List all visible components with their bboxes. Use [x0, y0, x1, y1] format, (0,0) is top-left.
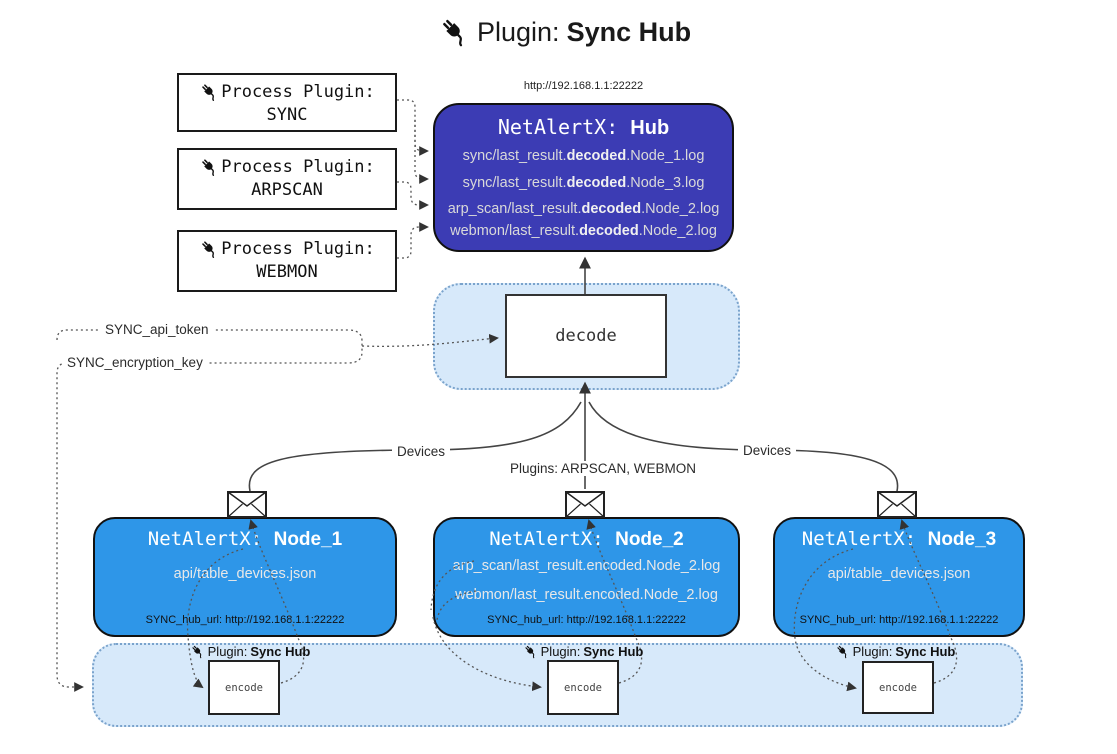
hub-log-line: sync/last_result.decoded.Node_3.log — [462, 175, 705, 191]
plug-icon — [190, 644, 205, 659]
envelope-icon — [877, 491, 917, 518]
node-title: NetAlertX: Node_2 — [489, 528, 684, 550]
encode-box: encode — [547, 660, 619, 715]
process-plugin-label: Process Plugin: — [221, 82, 375, 102]
node-title: NetAlertX: Node_3 — [801, 528, 997, 550]
node-title: NetAlertX: Node_1 — [147, 528, 343, 550]
plug-icon — [835, 644, 850, 659]
encode-box: encode — [862, 661, 934, 714]
envelope-icon — [565, 491, 605, 518]
node-box-node-3: NetAlertX: Node_3 api/table_devices.json… — [773, 517, 1025, 637]
plug-icon — [199, 157, 219, 177]
encoder-label: Plugin:Sync Hub — [180, 644, 320, 659]
process-plugin-name: WEBMON — [256, 262, 318, 282]
node-file: webmon/last_result.encoded.Node_2.log — [455, 587, 718, 603]
page-title-label: Plugin: — [477, 16, 560, 47]
hub-log-line: sync/last_result.decoded.Node_1.log — [462, 148, 705, 164]
process-plugin-name: ARPSCAN — [251, 180, 323, 200]
node-footer: SYNC_hub_url: http://192.168.1.1:22222 — [799, 614, 999, 626]
encoder-label: Plugin:Sync Hub — [825, 644, 965, 659]
node-file: api/table_devices.json — [827, 566, 971, 582]
process-plugin-label: Process Plugin: — [221, 157, 375, 177]
plug-icon — [199, 82, 219, 102]
process-plugin-label: Process Plugin: — [221, 239, 375, 259]
hub-title-name: Hub — [630, 117, 670, 139]
process-plugin-box-arpscan: Process Plugin: ARPSCAN — [177, 148, 397, 210]
edge-label-plugins-center: Plugins: ARPSCAN, WEBMON — [505, 461, 702, 476]
hub-log-line: arp_scan/last_result.decoded.Node_2.log — [447, 201, 720, 217]
process-plugin-box-webmon: Process Plugin: WEBMON — [177, 230, 397, 292]
plug-icon — [199, 239, 219, 259]
plug-icon — [523, 644, 538, 659]
edge-label-devices-left: Devices — [392, 444, 451, 459]
page-title-name: Sync Hub — [566, 16, 692, 47]
edge-label-devices-right: Devices — [738, 443, 797, 458]
node-box-node-2: NetAlertX: Node_2 arp_scan/last_result.e… — [433, 517, 740, 637]
decode-box: decode — [505, 294, 667, 378]
config-label-api-token: SYNC_api_token — [100, 322, 214, 337]
node-footer: SYNC_hub_url: http://192.168.1.1:22222 — [487, 614, 686, 626]
node-file: api/table_devices.json — [173, 566, 317, 582]
encode-box: encode — [208, 660, 280, 715]
node-file: arp_scan/last_result.encoded.Node_2.log — [452, 558, 721, 574]
plug-icon — [438, 16, 470, 48]
envelope-icon — [227, 491, 267, 518]
config-label-encryption-key: SYNC_encryption_key — [62, 355, 208, 370]
node-footer: SYNC_hub_url: http://192.168.1.1:22222 — [145, 614, 345, 626]
hub-log-line: webmon/last_result.decoded.Node_2.log — [450, 223, 717, 239]
hub-url: http://192.168.1.1:22222 — [523, 80, 644, 92]
page-title: Plugin: Sync Hub — [438, 16, 691, 48]
hub-title: NetAlertX: Hub — [435, 115, 732, 140]
node-box-node-1: NetAlertX: Node_1 api/table_devices.json… — [93, 517, 397, 637]
hub-box: NetAlertX: Hub sync/last_result.decoded.… — [433, 103, 734, 252]
hub-title-prefix: NetAlertX: — [497, 115, 631, 139]
process-plugin-box-sync: Process Plugin: SYNC — [177, 73, 397, 132]
encoder-label: Plugin:Sync Hub — [513, 644, 653, 659]
process-plugin-name: SYNC — [266, 105, 308, 125]
